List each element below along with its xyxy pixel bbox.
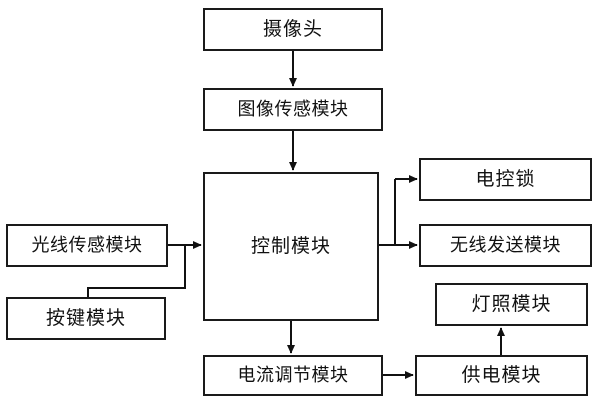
node-key-module[interactable]: 按键模块 — [6, 297, 166, 340]
edge-key-module-to-control — [87, 245, 186, 297]
node-wireless-transmit-label: 无线发送模块 — [450, 234, 561, 256]
edge-control-to-elec-lock — [379, 174, 418, 246]
node-camera-label: 摄像头 — [262, 18, 323, 40]
node-control-module[interactable]: 控制模块 — [203, 172, 379, 321]
node-lighting-module[interactable]: 灯照模块 — [435, 283, 588, 326]
node-key-module-label: 按键模块 — [45, 307, 126, 329]
node-power-supply[interactable]: 供电模块 — [415, 355, 588, 396]
node-light-sensor[interactable]: 光线传感模块 — [6, 224, 168, 267]
node-control-module-label: 控制模块 — [250, 235, 331, 257]
node-light-sensor-label: 光线传感模块 — [31, 234, 143, 256]
node-electric-lock[interactable]: 电控锁 — [419, 158, 592, 201]
node-image-sensor[interactable]: 图像传感模块 — [203, 88, 383, 131]
node-electric-lock-label: 电控锁 — [475, 168, 536, 190]
node-wireless-transmit[interactable]: 无线发送模块 — [419, 224, 592, 267]
node-camera[interactable]: 摄像头 — [203, 8, 383, 51]
node-current-adjust-label: 电流调节模块 — [237, 364, 349, 386]
node-current-adjust[interactable]: 电流调节模块 — [203, 355, 383, 396]
node-image-sensor-label: 图像传感模块 — [237, 98, 349, 120]
node-lighting-module-label: 灯照模块 — [471, 293, 552, 315]
node-power-supply-label: 供电模块 — [461, 364, 542, 386]
